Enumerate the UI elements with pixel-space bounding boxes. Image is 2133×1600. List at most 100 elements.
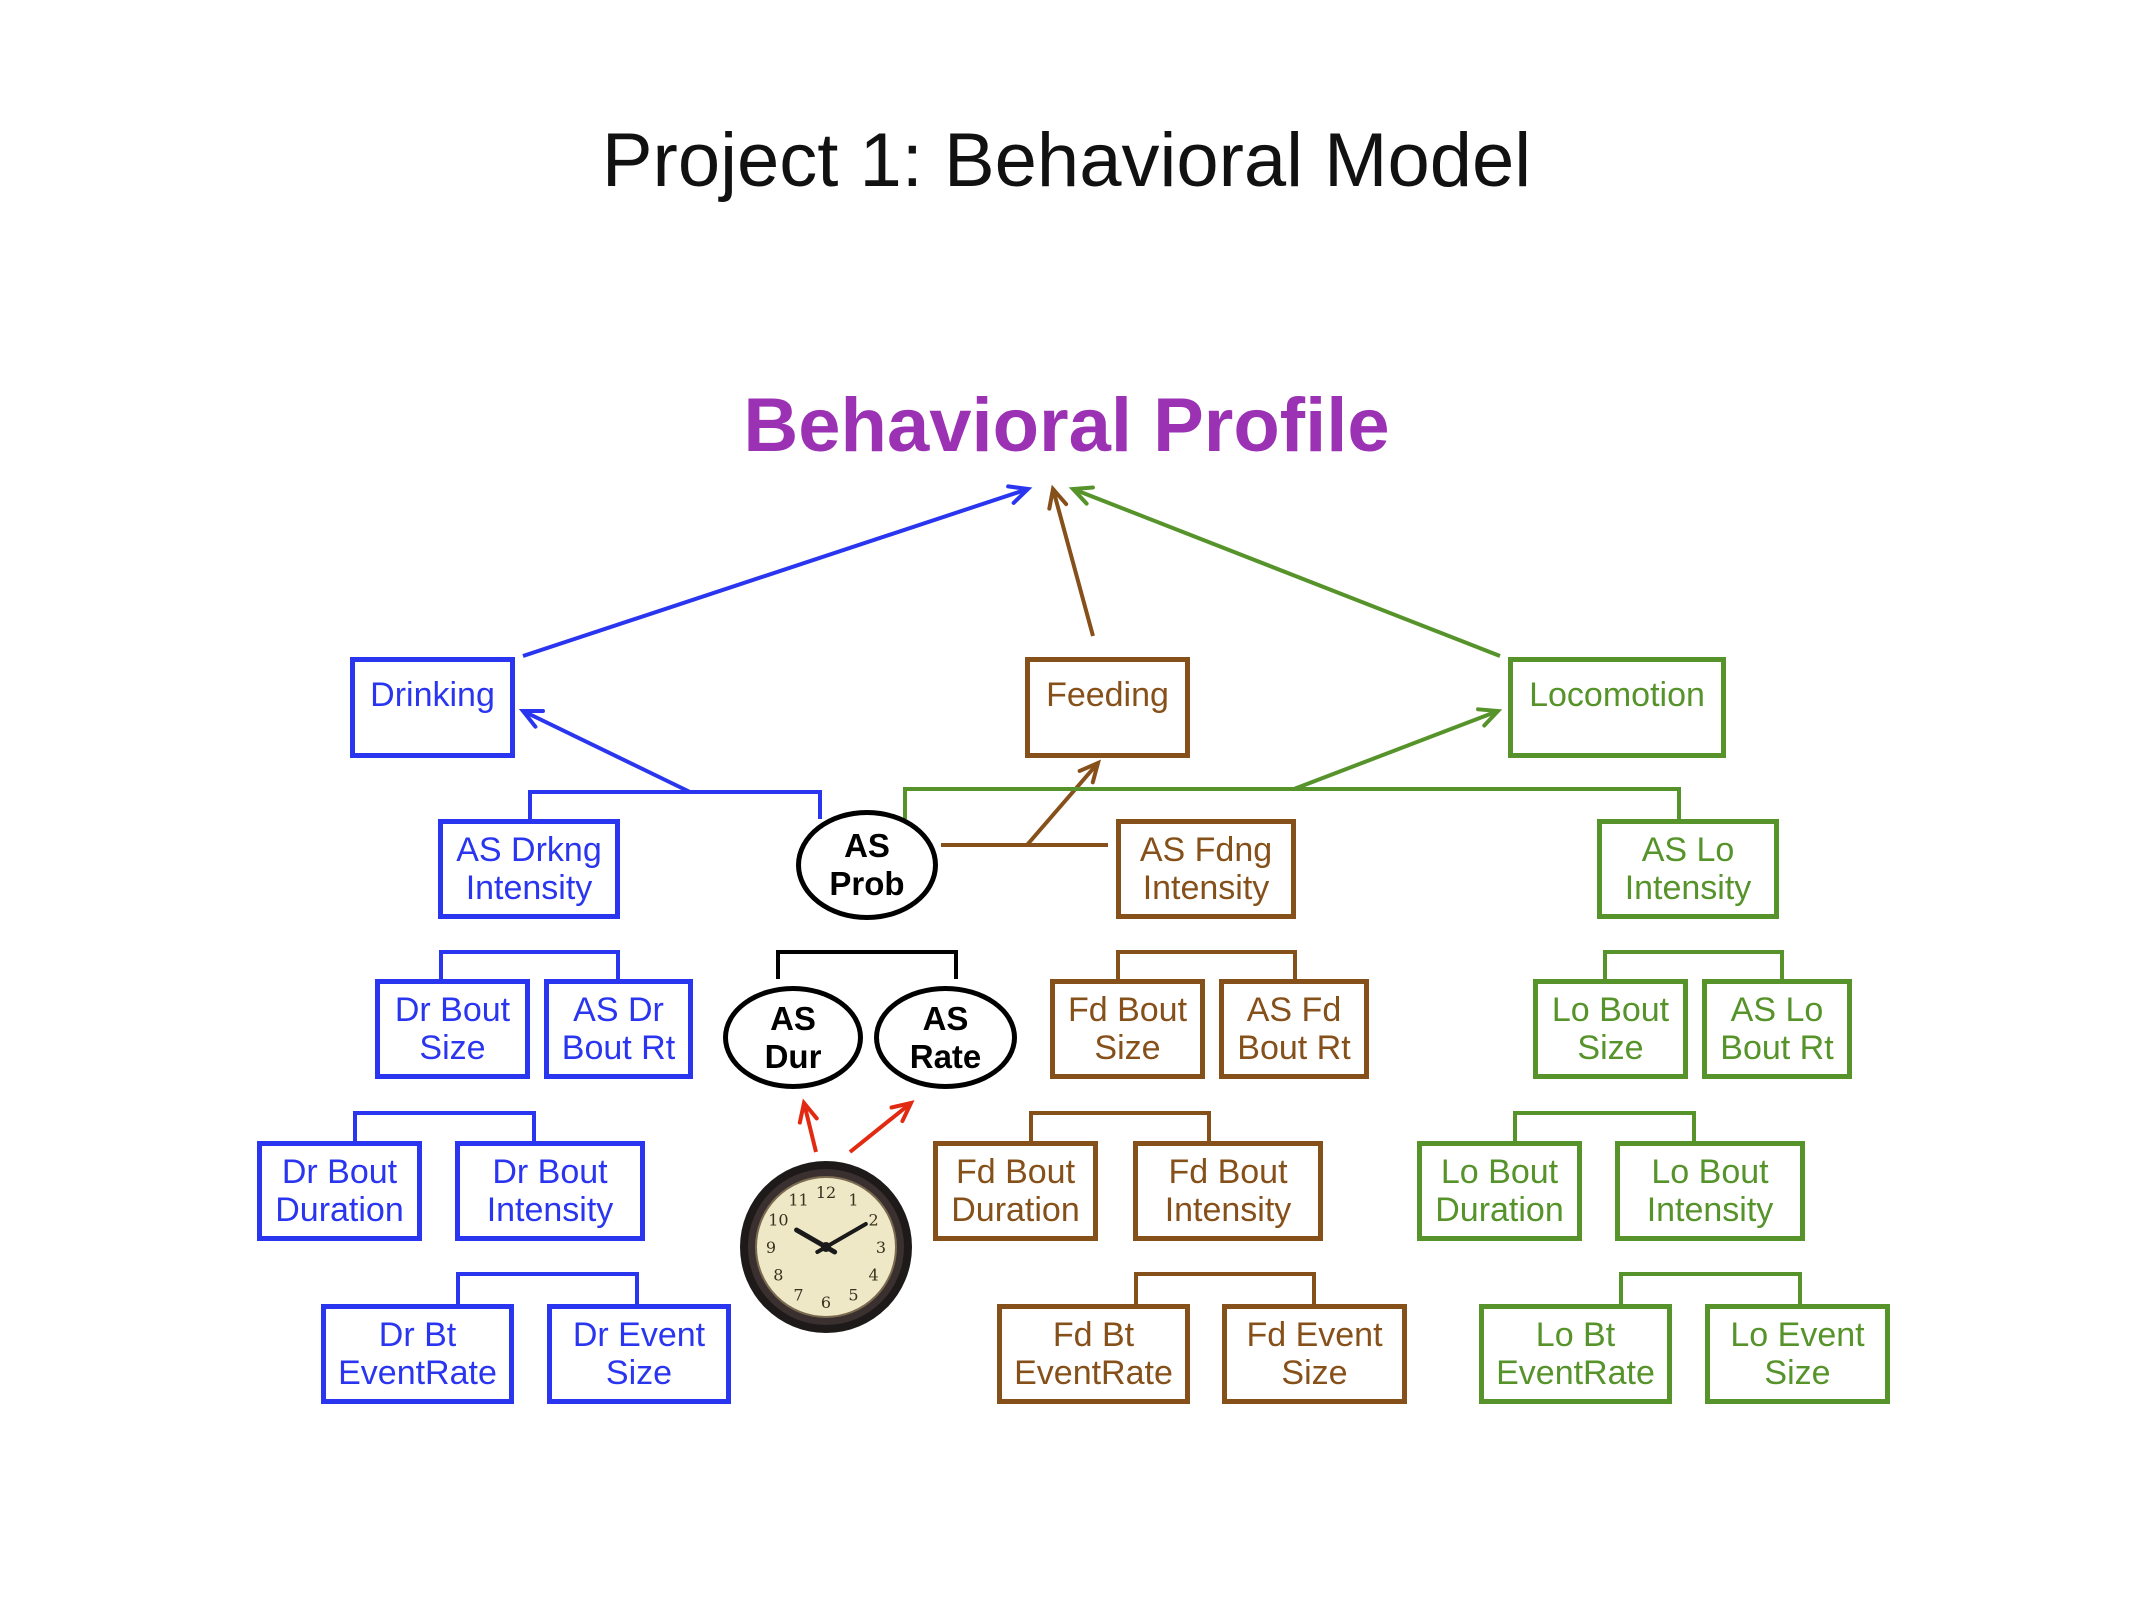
lo-bout-duration-label: Lo Bout Duration <box>1435 1153 1564 1229</box>
as-rate-label: AS Rate <box>909 999 982 1075</box>
drinking-to-profile-arrow <box>522 487 1029 658</box>
fd-bt-eventrate-label: Fd Bt EventRate <box>1014 1316 1173 1392</box>
dr-bout-size-label: Dr Bout Size <box>394 991 511 1067</box>
clock-to-as-dur-arrow-head <box>797 1098 819 1125</box>
clock-numeral: 10 <box>768 1211 788 1230</box>
as-fdng-intensity-box: AS Fdng Intensity <box>1116 819 1296 919</box>
fd-bout-intensity-label: Fd Bout Intensity <box>1164 1153 1292 1229</box>
feeding-label: Feeding <box>1046 676 1169 714</box>
as-fdng-intensity-label: AS Fdng Intensity <box>1139 831 1273 907</box>
feeding-box: Feeding <box>1025 657 1190 758</box>
fd-event-size-label: Fd Event Size <box>1246 1316 1383 1392</box>
dr-bt-eventrate-label: Dr Bt EventRate <box>338 1316 497 1392</box>
clock-numeral: 1 <box>848 1190 858 1209</box>
clock-numeral: 9 <box>766 1238 776 1257</box>
as-drkng-intensity-box: AS Drkng Intensity <box>438 819 620 919</box>
fd-bt-eventrate-box: Fd Bt EventRate <box>997 1304 1190 1404</box>
dr-bout-duration-box: Dr Bout Duration <box>257 1141 422 1241</box>
as-dr-bout-rt-box: AS Dr Bout Rt <box>544 979 693 1079</box>
fd-bout-duration-label: Fd Bout Duration <box>951 1153 1080 1229</box>
clock-to-as-rate-arrow <box>848 1101 913 1154</box>
fd-bout-intensity-bracket <box>1134 1272 1316 1304</box>
behavioral-profile-title: Behavioral Profile <box>743 383 1390 468</box>
dr-bout-intensity-label: Dr Bout Intensity <box>486 1153 614 1229</box>
dr-group-to-drinking-arrow-head <box>518 708 545 729</box>
slide-title: Project 1: Behavioral Model <box>601 118 1532 203</box>
fd-event-size-box: Fd Event Size <box>1222 1304 1407 1404</box>
lo-bout-intensity-bracket <box>1619 1272 1802 1304</box>
as-lo-intensity-bracket <box>1603 950 1784 979</box>
clock-numeral: 3 <box>876 1238 886 1257</box>
lo-bout-intensity-box: Lo Bout Intensity <box>1615 1141 1805 1241</box>
dr-bout-size-box: Dr Bout Size <box>375 979 530 1079</box>
as-drkng-intensity-bracket <box>439 950 620 979</box>
clock-to-as-rate-arrow-head <box>889 1100 915 1124</box>
as-prob-oval: AS Prob <box>796 810 938 920</box>
drinking-box: Drinking <box>350 657 515 758</box>
dr-group-to-drinking-arrow <box>522 709 691 794</box>
drinking-children-bracket <box>528 790 822 819</box>
dr-bt-eventrate-box: Dr Bt EventRate <box>321 1304 514 1404</box>
lo-bt-eventrate-label: Lo Bt EventRate <box>1496 1316 1655 1392</box>
lo-event-size-box: Lo Event Size <box>1705 1304 1890 1404</box>
as-rate-oval: AS Rate <box>874 986 1017 1089</box>
dr-event-size-box: Dr Event Size <box>547 1304 731 1404</box>
locomotion-box: Locomotion <box>1508 657 1726 758</box>
dr-bout-intensity-box: Dr Bout Intensity <box>455 1141 645 1241</box>
fd-bout-intensity-box: Fd Bout Intensity <box>1133 1141 1323 1241</box>
clock-numeral: 7 <box>793 1286 803 1305</box>
as-fdng-intensity-bracket <box>1116 950 1297 979</box>
lo-bout-size-bracket <box>1513 1111 1696 1141</box>
clock-numeral: 8 <box>773 1266 783 1285</box>
fd-bout-size-label: Fd Bout Size <box>1067 991 1188 1067</box>
fd-bout-duration-box: Fd Bout Duration <box>933 1141 1098 1241</box>
lo-event-size-label: Lo Event Size <box>1730 1316 1865 1392</box>
as-dr-bout-rt-label: AS Dr Bout Rt <box>561 991 676 1067</box>
locomotion-to-profile-arrow <box>1072 487 1501 658</box>
feeding-to-profile-arrow-head <box>1047 484 1069 511</box>
as-dur-oval: AS Dur <box>723 986 863 1089</box>
locomotion-to-profile-arrow-head <box>1068 485 1095 506</box>
fd-bout-size-bracket <box>1029 1111 1211 1141</box>
lo-group-to-locomotion-arrow <box>1293 709 1499 791</box>
as-prob-children-bracket <box>776 950 958 979</box>
dr-bout-duration-label: Dr Bout Duration <box>275 1153 404 1229</box>
connector-lines <box>353 484 1802 1304</box>
locomotion-label: Locomotion <box>1529 676 1705 714</box>
fd-group-to-feeding-arrow-head <box>1077 759 1102 785</box>
as-lo-bout-rt-label: AS Lo Bout Rt <box>1720 991 1834 1067</box>
locomotion-children-bracket <box>903 787 1681 819</box>
clock-numeral: 2 <box>869 1211 879 1230</box>
drinking-to-profile-arrow-head <box>1006 484 1033 505</box>
dr-bout-size-bracket <box>353 1111 536 1141</box>
lo-bout-size-box: Lo Bout Size <box>1533 979 1688 1079</box>
clock-numeral: 6 <box>821 1293 831 1312</box>
clock-numeral: 4 <box>869 1266 879 1285</box>
fd-group-to-feeding-arrow <box>1025 761 1100 847</box>
lo-group-to-locomotion-arrow-head <box>1476 707 1503 728</box>
lo-bout-duration-box: Lo Bout Duration <box>1417 1141 1582 1241</box>
clock-numeral: 11 <box>788 1190 808 1209</box>
as-fd-bout-rt-label: AS Fd Bout Rt <box>1237 991 1351 1067</box>
clock-to-as-dur-arrow <box>802 1102 818 1153</box>
as-prob-label: AS Prob <box>829 827 905 902</box>
feeding-to-profile-arrow <box>1051 488 1095 637</box>
clock-numeral: 12 <box>816 1183 836 1202</box>
lo-bt-eventrate-box: Lo Bt EventRate <box>1479 1304 1672 1404</box>
dr-event-size-label: Dr Event Size <box>572 1316 706 1392</box>
as-dur-label: AS Dur <box>764 999 822 1075</box>
clock-numeral: 5 <box>848 1286 858 1305</box>
dr-bout-intensity-bracket <box>456 1272 639 1304</box>
clock-center <box>821 1242 831 1252</box>
as-drkng-intensity-label: AS Drkng Intensity <box>456 831 602 907</box>
as-fd-bout-rt-box: AS Fd Bout Rt <box>1219 979 1369 1079</box>
fd-bout-size-box: Fd Bout Size <box>1050 979 1205 1079</box>
lo-bout-size-label: Lo Bout Size <box>1551 991 1670 1067</box>
lo-bout-intensity-label: Lo Bout Intensity <box>1646 1153 1774 1229</box>
as-lo-intensity-label: AS Lo Intensity <box>1624 831 1752 907</box>
as-lo-bout-rt-box: AS Lo Bout Rt <box>1702 979 1852 1079</box>
as-lo-intensity-box: AS Lo Intensity <box>1597 819 1779 919</box>
drinking-label: Drinking <box>370 676 495 714</box>
